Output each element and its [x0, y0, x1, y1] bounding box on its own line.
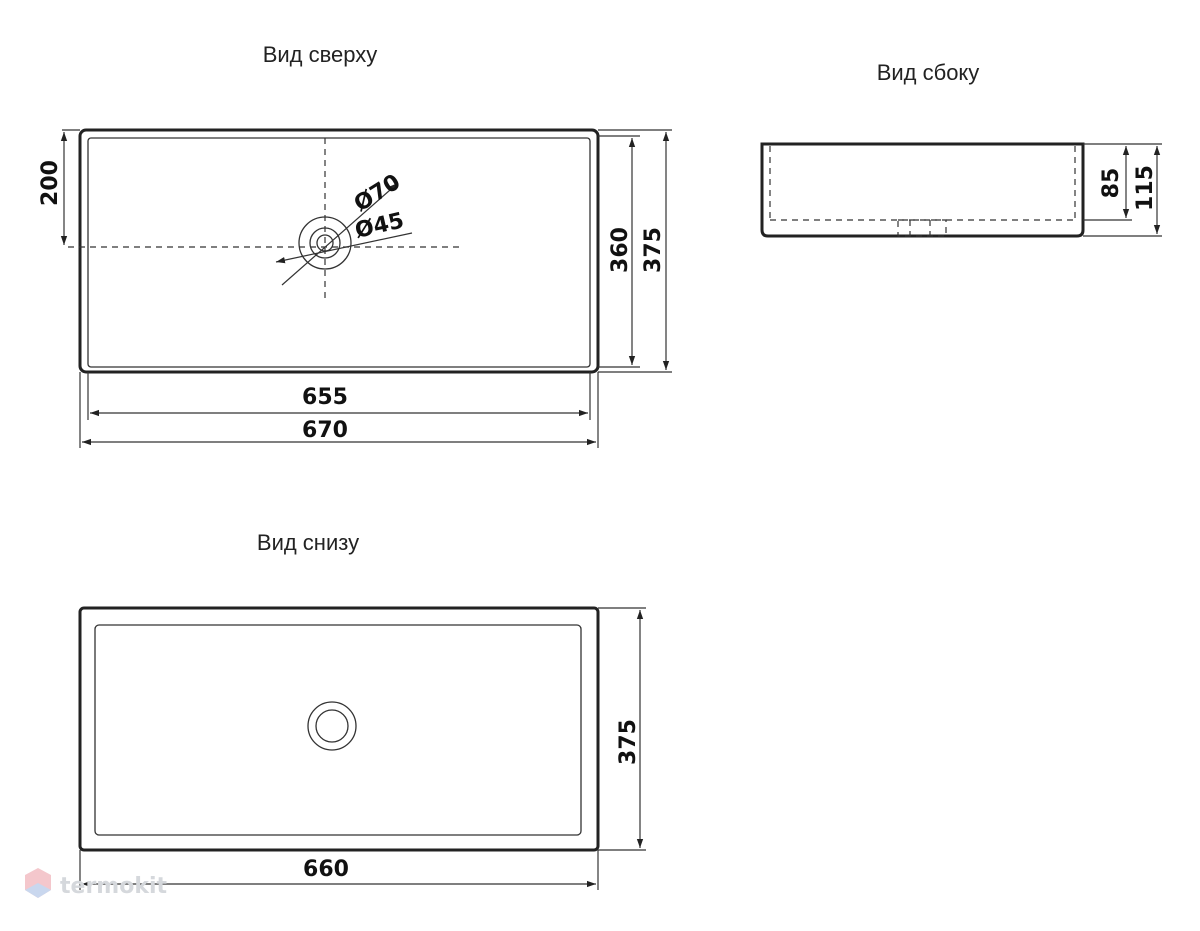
dim-360-label: 360 — [608, 227, 633, 273]
dim-670-label: 670 — [302, 418, 348, 443]
drain-inner-leader — [275, 232, 413, 264]
side-view-body — [760, 142, 1085, 238]
side-view-drain-hidden — [897, 219, 947, 237]
bottom-view-base-recess — [94, 624, 582, 836]
top-view: Вид сверху Ø70 Ø45 200 360 375 65 — [38, 42, 672, 448]
dim-200-label: 200 — [38, 160, 63, 206]
dim-655-label: 655 — [302, 385, 348, 410]
top-view-outer-rim — [78, 128, 600, 374]
drain-outer-circle — [298, 216, 352, 270]
bottom-drain-inner-circle — [315, 709, 349, 743]
watermark-logo-icon-facet — [25, 883, 51, 898]
bottom-drain-outer-circle — [307, 701, 357, 751]
drain-inner-circle — [309, 227, 341, 259]
side-view: Вид сбоку 85 115 — [760, 60, 1162, 238]
dim-660-label: 660 — [303, 857, 349, 882]
dim-375-bottom-label: 375 — [616, 719, 641, 765]
drain-outer-leader — [281, 182, 399, 286]
bottom-view-title: Вид снизу — [257, 530, 359, 555]
dim-85-label: 85 — [1099, 168, 1124, 199]
side-view-title: Вид сбоку — [877, 60, 980, 85]
bottom-view-outer — [78, 606, 600, 852]
watermark-text: termokit — [60, 874, 167, 899]
bottom-view: Вид снизу 375 660 — [78, 530, 646, 890]
top-view-title: Вид сверху — [263, 42, 378, 67]
watermark: termokit — [25, 868, 167, 899]
dim-115-label: 115 — [1133, 165, 1158, 211]
top-view-bowl — [87, 137, 591, 368]
dim-375-top-label: 375 — [641, 227, 666, 273]
